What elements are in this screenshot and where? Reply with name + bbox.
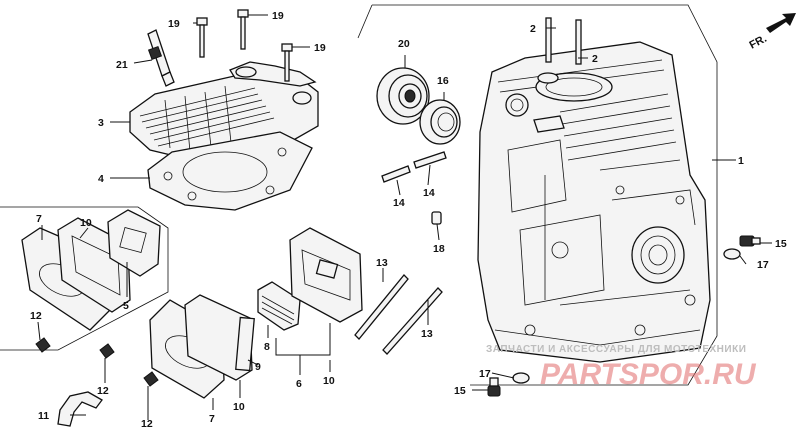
bearing-drawing xyxy=(376,67,430,125)
lower-breather-drawing xyxy=(57,227,363,427)
callout-3: 3 xyxy=(98,117,104,129)
callout-12: 12 xyxy=(30,310,42,322)
callout-21: 21 xyxy=(116,59,128,71)
drain-bolts-drawing xyxy=(487,235,761,397)
callout-19: 19 xyxy=(272,10,284,22)
callout-13: 13 xyxy=(421,328,433,340)
oil-seal-drawing xyxy=(419,99,461,145)
watermark-logo: PARTSPOR.RU xyxy=(540,358,757,391)
callout-10: 10 xyxy=(233,401,245,413)
callout-7: 7 xyxy=(36,213,42,225)
callout-1: 1 xyxy=(738,155,744,167)
callout-8: 8 xyxy=(264,341,270,353)
breather-assembly-drawing xyxy=(21,209,161,353)
callout-16: 16 xyxy=(437,75,449,87)
callout-17: 17 xyxy=(479,368,491,380)
callout-15: 15 xyxy=(775,238,787,250)
spark-plug-drawing xyxy=(147,29,175,87)
cylinder-block-drawing xyxy=(477,41,711,363)
svg-text:FR.: FR. xyxy=(748,33,769,52)
callout-19: 19 xyxy=(168,18,180,30)
callout-10: 10 xyxy=(323,375,335,387)
callout-13: 13 xyxy=(376,257,388,269)
callout-11: 11 xyxy=(38,410,49,422)
callout-12: 12 xyxy=(141,418,153,430)
callout-12: 12 xyxy=(97,385,109,397)
callout-7: 7 xyxy=(209,413,215,425)
callout-19: 19 xyxy=(314,42,326,54)
callout-2: 2 xyxy=(530,23,536,35)
callout-14: 14 xyxy=(393,197,405,209)
callout-2: 2 xyxy=(592,53,598,65)
callout-4: 4 xyxy=(98,173,104,185)
front-arrow-icon: FR. xyxy=(748,13,796,52)
watermark: ЗАПЧАСТИ И АКСЕССУАРЫ ДЛЯ МОТОТЕХНИКИ PA… xyxy=(486,344,757,391)
head-gasket-drawing xyxy=(147,131,313,211)
callout-20: 20 xyxy=(398,38,410,50)
group-outlines xyxy=(0,4,718,386)
callout-5: 5 xyxy=(123,300,129,312)
callout-9: 9 xyxy=(255,361,261,373)
callout-labels: 1 2 2 3 4 5 6 7 7 8 9 10 10 10 11 12 12 … xyxy=(30,10,787,430)
dowels-drawing xyxy=(381,151,447,225)
leader-lines xyxy=(37,14,772,420)
callout-18: 18 xyxy=(433,243,445,255)
head-bolts-drawing xyxy=(196,9,293,82)
callout-17: 17 xyxy=(757,259,769,271)
callout-6: 6 xyxy=(296,378,302,390)
callout-10: 10 xyxy=(80,217,92,229)
callout-14: 14 xyxy=(423,187,435,199)
callout-15: 15 xyxy=(454,385,466,397)
cylinder-studs-drawing xyxy=(545,17,582,65)
long-studs-drawing xyxy=(354,274,443,355)
watermark-tagline: ЗАПЧАСТИ И АКСЕССУАРЫ ДЛЯ МОТОТЕХНИКИ xyxy=(486,344,746,355)
